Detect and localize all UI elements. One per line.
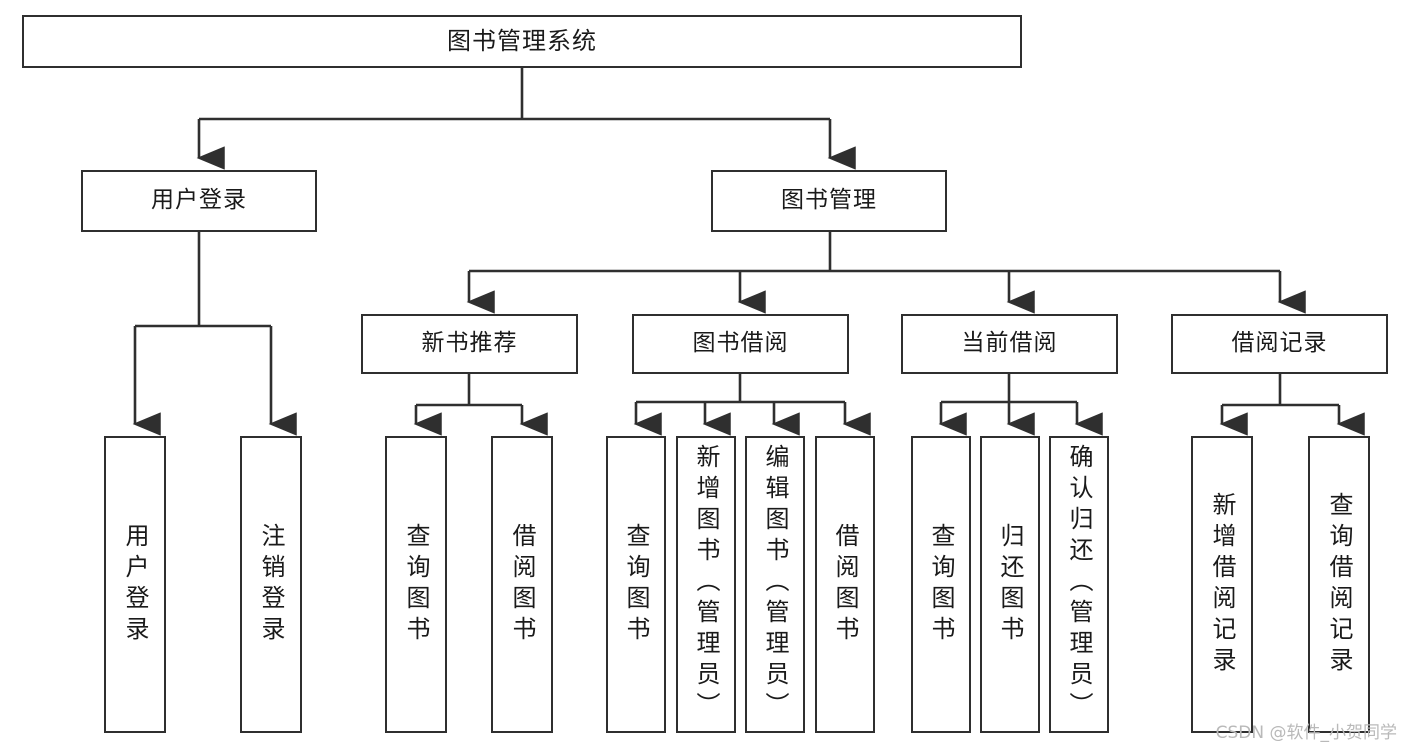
leaf-label: 查询图书 xyxy=(927,522,955,647)
leaf-new-book-1[interactable]: 查询图书 xyxy=(385,436,447,733)
node-current-borrow-label: 当前借阅 xyxy=(961,330,1058,357)
node-root-label: 图书管理系统 xyxy=(447,27,597,56)
leaf-label: 归还图书 xyxy=(996,522,1024,647)
leaf-label: 查询图书 xyxy=(622,522,650,647)
leaf-label: 新增图书（管理员） xyxy=(692,444,720,723)
leaf-book-borrow-2[interactable]: 新增图书（管理员） xyxy=(676,436,736,733)
node-user-login-label: 用户登录 xyxy=(151,187,247,214)
node-book-management-label: 图书管理 xyxy=(781,187,877,214)
leaf-borrow-record-2[interactable]: 查询借阅记录 xyxy=(1308,436,1370,733)
node-book-borrow[interactable]: 图书借阅 xyxy=(632,314,849,374)
node-borrow-record[interactable]: 借阅记录 xyxy=(1171,314,1388,374)
leaf-label: 用户登录 xyxy=(121,522,149,647)
node-book-management[interactable]: 图书管理 xyxy=(711,170,947,232)
leaf-label: 查询借阅记录 xyxy=(1325,491,1353,678)
leaf-current-borrow-3[interactable]: 确认归还（管理员） xyxy=(1049,436,1109,733)
leaf-book-borrow-4[interactable]: 借阅图书 xyxy=(815,436,875,733)
leaf-label: 借阅图书 xyxy=(831,522,859,647)
node-root[interactable]: 图书管理系统 xyxy=(22,15,1022,68)
node-new-book-recommend-label: 新书推荐 xyxy=(421,330,518,357)
leaf-label: 编辑图书（管理员） xyxy=(761,444,789,723)
node-borrow-record-label: 借阅记录 xyxy=(1231,330,1328,357)
node-current-borrow[interactable]: 当前借阅 xyxy=(901,314,1118,374)
leaf-user-login-2[interactable]: 注销登录 xyxy=(240,436,302,733)
leaf-book-borrow-3[interactable]: 编辑图书（管理员） xyxy=(745,436,805,733)
leaf-new-book-2[interactable]: 借阅图书 xyxy=(491,436,553,733)
watermark: CSDN @软件_小贺同学 xyxy=(1215,723,1397,743)
leaf-label: 新增借阅记录 xyxy=(1208,491,1236,678)
leaf-label: 注销登录 xyxy=(257,522,285,647)
node-new-book-recommend[interactable]: 新书推荐 xyxy=(361,314,578,374)
leaf-user-login-1[interactable]: 用户登录 xyxy=(104,436,166,733)
leaf-label: 借阅图书 xyxy=(508,522,536,647)
node-user-login[interactable]: 用户登录 xyxy=(81,170,317,232)
leaf-current-borrow-1[interactable]: 查询图书 xyxy=(911,436,971,733)
leaf-borrow-record-1[interactable]: 新增借阅记录 xyxy=(1191,436,1253,733)
leaf-label: 查询图书 xyxy=(402,522,430,647)
leaf-book-borrow-1[interactable]: 查询图书 xyxy=(606,436,666,733)
leaf-label: 确认归还（管理员） xyxy=(1065,444,1093,723)
node-book-borrow-label: 图书借阅 xyxy=(692,330,789,357)
leaf-current-borrow-2[interactable]: 归还图书 xyxy=(980,436,1040,733)
